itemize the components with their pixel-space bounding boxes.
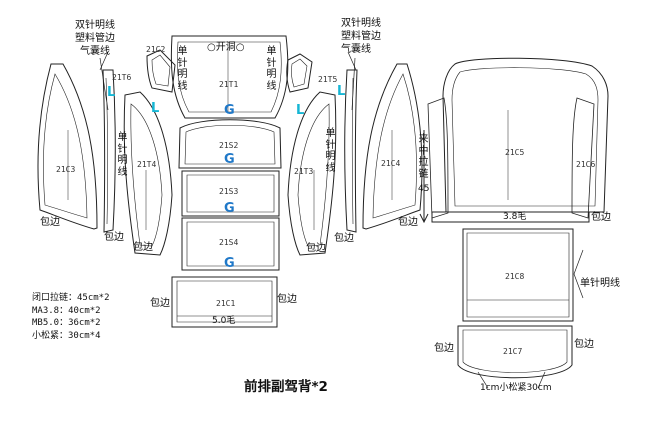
mark-l-right-strip: L — [337, 84, 346, 99]
part-code-21c4: 21C4 — [381, 159, 401, 168]
callout-binding-c6: 包边 — [591, 212, 611, 223]
piece-21c2-outline — [147, 50, 175, 92]
callout-opening-text: 开洞 — [215, 42, 236, 53]
callout-binding-c7-right: 包边 — [574, 339, 594, 350]
callout-binding-t4: 包边 — [133, 242, 153, 253]
part-code-21c3: 21C3 — [56, 165, 76, 174]
mark-g-21s2: G — [224, 152, 235, 167]
width-3-8-suffix: 毛 — [517, 212, 527, 222]
sheet-title: 前排副驾背*2 — [244, 379, 328, 395]
piece-21s3-outline — [182, 171, 279, 216]
callout-single-seam-t3: 单针明线 — [325, 128, 336, 174]
callout-width-3-8: 3.8毛 — [503, 212, 526, 222]
note-ma38: MA3.8：40cm*2 — [32, 305, 101, 316]
part-code-21t5: 21T5 — [318, 75, 338, 84]
callout-binding-t6: 包边 — [104, 232, 124, 243]
note-mb50: MB5.0：36cm*2 — [32, 318, 101, 328]
part-code-21s4: 21S4 — [219, 238, 239, 247]
width-5-0-value: 5.0 — [212, 316, 227, 326]
piece-21t1-outline — [171, 36, 288, 118]
callout-double-seam-right: 双针明线 — [341, 18, 381, 29]
mark-g-21s3: G — [224, 201, 235, 216]
piece-21c5-outline — [443, 58, 608, 212]
part-code-21c1: 21C1 — [216, 299, 236, 308]
callout-zipper-length: 45 — [418, 184, 430, 194]
piece-right-strip-outline — [345, 70, 357, 232]
callout-binding-c7-left: 包边 — [434, 343, 454, 354]
mark-l-right-side: L — [296, 103, 305, 118]
callout-binding-strip: 包边 — [334, 233, 354, 244]
piece-21t3-outline — [288, 92, 336, 255]
callout-binding-t3: 包边 — [306, 243, 326, 254]
callout-air-bag-right: 气囊线 — [341, 44, 371, 55]
piece-21t6-outline — [103, 70, 115, 232]
mark-l-left-side: L — [151, 101, 160, 116]
part-code-21c2: 21C2 — [146, 45, 166, 54]
callout-double-seam-left: 双针明线 — [75, 20, 115, 31]
leader-lines — [100, 52, 583, 388]
mark-g-21t1: G — [224, 103, 235, 118]
callout-single-seam-c8: 单针明线 — [580, 278, 620, 289]
part-code-21c7: 21C7 — [503, 347, 523, 356]
callout-binding-c4: 包边 — [398, 217, 418, 228]
piece-21s2-outline — [179, 120, 281, 168]
callout-plastic-piping-left: 塑料管边 — [75, 33, 115, 44]
part-code-21s3: 21S3 — [219, 187, 239, 196]
callout-binding-c1-right: 包边 — [277, 294, 297, 305]
part-code-21s2: 21S2 — [219, 141, 239, 150]
band-3-8-outline — [432, 212, 589, 222]
part-code-21t6: 21T6 — [112, 73, 132, 82]
piece-21c4-outline — [363, 64, 422, 229]
piece-21c3-outline — [38, 64, 97, 229]
piece-21c6-outline — [428, 98, 594, 218]
callout-single-seam-t1-right: 单针明线 — [266, 46, 277, 92]
material-notes: 闭口拉链：45cm*2 MA3.8：40cm*2 MB5.0：36cm*2 小松… — [32, 292, 110, 342]
callout-binding-c3: 包边 — [40, 217, 60, 228]
piece-21c7-outline — [458, 326, 572, 378]
piece-21c8-outline — [463, 229, 573, 321]
callout-air-bag-left: 气囊线 — [80, 46, 110, 57]
piece-21t4-outline — [124, 92, 172, 255]
part-code-21c5: 21C5 — [505, 148, 525, 157]
callout-binding-c1-left: 包边 — [150, 298, 170, 309]
width-5-0-suffix: 毛 — [226, 316, 236, 326]
callout-center-zipper: 来中拉链 — [418, 134, 429, 180]
callout-single-seam-t1-left: 单针明线 — [177, 46, 188, 92]
mark-l-left-strip: L — [107, 85, 116, 100]
part-code-21c8: 21C8 — [505, 272, 525, 281]
mark-g-21s4: G — [224, 256, 235, 271]
callout-single-seam-t4: 单针明线 — [117, 132, 128, 178]
piece-21t5-outline — [287, 54, 312, 92]
width-3-8-value: 3.8 — [503, 212, 518, 222]
note-zipper: 闭口拉链：45cm*2 — [32, 293, 110, 303]
part-code-21t3: 21T3 — [294, 167, 314, 176]
part-code-21c6: 21C6 — [576, 160, 596, 169]
callout-elastic: 1cm小松紧30cm — [480, 383, 552, 393]
note-elastic: 小松紧：30cm*4 — [32, 330, 101, 341]
part-code-21t1: 21T1 — [219, 80, 239, 89]
piece-21c1-outline — [172, 277, 277, 327]
callout-plastic-piping-right: 塑料管边 — [341, 31, 381, 42]
piece-21s4-outline — [182, 218, 279, 270]
part-code-21t4: 21T4 — [137, 160, 157, 169]
callout-width-5-0: 5.0毛 — [212, 316, 235, 326]
zipper-arrow — [420, 130, 428, 222]
callout-opening: ○开洞○ — [207, 42, 245, 53]
